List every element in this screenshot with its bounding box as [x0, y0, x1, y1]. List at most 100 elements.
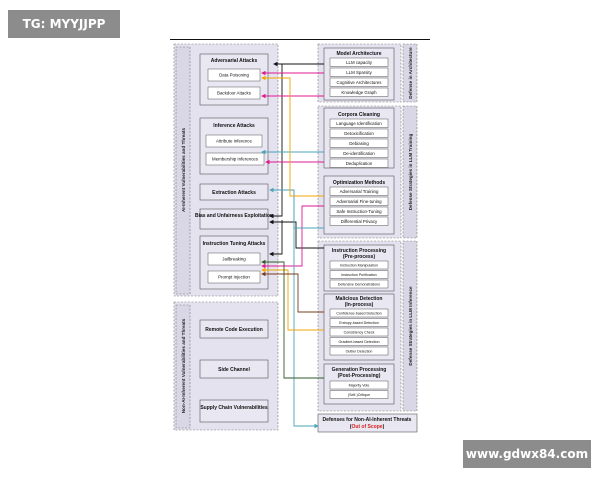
- non-ai-defenses-note-open: (: [350, 424, 352, 430]
- model-architecture-item-label: LLM Sparsity: [346, 70, 372, 75]
- remote-code-execution-label: Remote Code Execution: [205, 327, 263, 333]
- ai-inherent-label: AI-Inherent Vulnerabilities and Threats: [181, 128, 186, 213]
- malicious-detection-subtitle: (In-process): [345, 302, 374, 308]
- architecture-label-bar: [402, 43, 418, 103]
- inference-label-bar: [402, 240, 418, 412]
- non-ai-inherent-label: Non-AI-Inherent Vulnerabilities and Thre…: [181, 318, 186, 413]
- corpora-cleaning-item-label: De-identification: [343, 151, 375, 156]
- membership-inferences-box: [205, 152, 265, 166]
- malicious-detection-title: Malicious Detection: [336, 296, 383, 302]
- watermark-top-left: TG: MYYJJPP: [8, 10, 120, 38]
- generation-processing-item-label: Majority Vote: [349, 384, 370, 388]
- malicious-detection-item-box: [329, 318, 389, 327]
- non-ai-defenses-box: [317, 413, 418, 433]
- corpora-cleaning-item-label: Language Identification: [336, 121, 382, 126]
- malicious-detection-item-label: Entropy-based Detection: [339, 321, 379, 325]
- non-ai-defenses-title: Defenses for Non-AI-Inherent Threats: [323, 417, 412, 423]
- data-poisoning-label: Data Poisoning: [219, 73, 249, 78]
- optimization-methods-item-label: Differential Privacy: [341, 219, 378, 224]
- corpora-cleaning-title: Corpora Cleaning: [338, 112, 380, 118]
- model-architecture-item-box: [329, 87, 389, 97]
- corpora-cleaning-item-label: Detoxicification: [344, 131, 374, 136]
- malicious-detection-item-label: Confidence-based Detection: [336, 312, 381, 316]
- instruction-processing-item-label: Defensive Demonstrations: [338, 283, 380, 287]
- model-architecture-item-box: [329, 77, 389, 87]
- supply-chain-box: [199, 399, 269, 423]
- side-channel-box: [199, 359, 269, 379]
- instruction-processing-item-box: [329, 279, 389, 289]
- malicious-detection-item-box: [329, 327, 389, 337]
- corpora-cleaning-box: [323, 107, 395, 169]
- training-label: Defense Strategies in LLM Training: [408, 134, 413, 211]
- generation-processing-title: Generation Processing: [332, 367, 387, 373]
- model-architecture-title: Model Architecture: [336, 51, 381, 57]
- attribute-inference-label: Attribute Inference: [216, 139, 252, 144]
- non-ai-inherent-label-bar: [175, 304, 191, 429]
- arrow-architecture-to-bias: [269, 63, 324, 219]
- instruction-processing-item-box: [329, 270, 389, 279]
- arrow-detection-to-jailbreaking: [261, 267, 324, 331]
- corpora-cleaning-item-box: [329, 138, 389, 148]
- non-ai-defenses-note: (Out of Scope): [350, 424, 385, 430]
- attribute-inference-box: [205, 134, 263, 148]
- instruction-tuning-attacks-title: Instruction Tuning Attacks: [203, 241, 266, 247]
- architecture-label: Defense in Architecture: [408, 47, 413, 99]
- out-of-scope-text: Out of Scope: [351, 424, 382, 430]
- arrow-architecture-to-instruction-tuning: [269, 220, 283, 257]
- side-channel-label: Side Channel: [218, 367, 250, 373]
- instruction-processing-item-label: Instruction Purification: [341, 273, 376, 277]
- jailbreaking-label: Jailbreaking: [222, 257, 246, 262]
- prompt-injection-box: [207, 270, 261, 284]
- corpora-cleaning-item-label: Debiasing: [349, 141, 369, 146]
- corpora-cleaning-item-box: [329, 118, 389, 128]
- model-architecture-item-label: Cognitive Architectures: [337, 80, 383, 85]
- optimization-methods-item-label: Adversarial Fine-tuning: [336, 199, 382, 204]
- data-poisoning-box: [207, 68, 261, 82]
- optimization-methods-item-label: Adversarial Training: [340, 189, 379, 194]
- corpora-cleaning-item-box: [329, 158, 389, 168]
- inference-label: Defense Strategies in LLM Inference: [408, 286, 413, 366]
- arrow-instruction-to-bias: [269, 219, 324, 249]
- malicious-detection-item-box: [329, 308, 389, 318]
- arrow-adv-training-to-data-poisoning: [261, 75, 324, 197]
- optimization-methods-item-box: [329, 196, 389, 206]
- model-architecture-item-label: LLM capacity: [346, 60, 373, 65]
- arrow-non-ai-defense-link: [293, 190, 319, 429]
- optimization-methods-item-box: [329, 186, 389, 196]
- instruction-processing-subtitle: (Pre-process): [343, 254, 376, 260]
- prompt-injection-label: Prompt Injection: [218, 275, 250, 280]
- malicious-detection-item-box: [329, 346, 389, 356]
- diagram-canvas: AI-Inherent Vulnerabilities and Threats …: [170, 39, 430, 433]
- bias-unfairness-box: [199, 208, 269, 230]
- generation-processing-item-box: [329, 390, 389, 399]
- inference-attacks-title: Inference Attacks: [213, 123, 255, 129]
- remote-code-execution-box: [199, 319, 269, 339]
- instruction-processing-item-box: [329, 260, 389, 270]
- optimization-methods-title: Optimization Methods: [333, 180, 385, 186]
- arrow-confidence-to-prompt-injection: [261, 271, 324, 313]
- arrow-generation-to-jailbreaking: [261, 259, 324, 379]
- training-label-bar: [402, 105, 418, 239]
- backdoor-attacks-box: [207, 86, 261, 100]
- ai-inherent-label-bar: [175, 46, 191, 295]
- extraction-attacks-box: [199, 183, 269, 201]
- model-architecture-item-box: [329, 67, 389, 77]
- corpora-cleaning-item-box: [329, 148, 389, 158]
- optimization-methods-item-box: [329, 216, 389, 226]
- non-ai-defenses-note-close: ): [383, 424, 385, 430]
- malicious-detection-item-label: Gradient-based Detection: [339, 340, 380, 344]
- instruction-processing-title: Instruction Processing: [332, 248, 386, 254]
- corpora-cleaning-item-box: [329, 128, 389, 138]
- generation-processing-item-label: (Self-)Critique: [348, 393, 370, 397]
- backdoor-attacks-label: Backdoor Attacks: [217, 91, 252, 96]
- watermark-bottom-right: www.gdwx84.com: [463, 440, 591, 468]
- malicious-detection-item-label: Consistency Check: [344, 331, 375, 335]
- model-architecture-item-box: [329, 57, 389, 67]
- extraction-attacks-title: Extraction Attacks: [212, 190, 256, 196]
- supply-chain-label: Supply Chain Vulnerabilities: [200, 405, 268, 411]
- llm-threat-defense-diagram: AI-Inherent Vulnerabilities and Threats …: [170, 38, 430, 438]
- generation-processing-item-box: [329, 380, 389, 390]
- generation-processing-subtitle: (Post-Processing): [338, 373, 381, 379]
- corpora-cleaning-item-label: Deduplication: [346, 161, 373, 166]
- jailbreaking-box: [207, 252, 261, 266]
